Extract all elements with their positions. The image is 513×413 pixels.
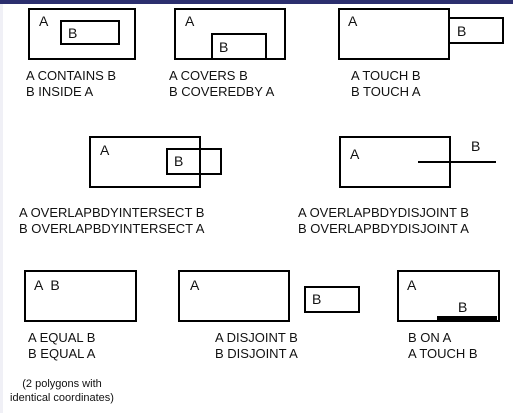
equal-note: (2 polygons with identical coordinates) xyxy=(2,377,122,405)
label-a: A xyxy=(190,277,200,293)
label-b: B xyxy=(68,25,78,41)
caption-line-1: A OVERLAPBDYDISJOINT B xyxy=(298,205,469,220)
caption: A CONTAINS B B INSIDE A xyxy=(26,68,116,100)
caption-line-2: A TOUCH B xyxy=(408,346,478,361)
label-a: A xyxy=(350,146,360,162)
left-edge-strip xyxy=(0,4,3,413)
caption-line-1: A OVERLAPBDYINTERSECT B xyxy=(19,205,205,220)
label-b: B xyxy=(457,23,467,39)
caption: A OVERLAPBDYDISJOINT B B OVERLAPBDYDISJO… xyxy=(298,205,469,237)
polygon-b xyxy=(304,286,360,313)
polygon-a xyxy=(178,270,290,322)
polygon-b xyxy=(448,17,504,44)
caption-line-2: B OVERLAPBDYINTERSECT A xyxy=(19,221,205,236)
caption-line-2: B TOUCH A xyxy=(351,84,421,99)
label-a: A xyxy=(100,142,110,158)
polygon-b xyxy=(166,148,222,175)
caption: A OVERLAPBDYINTERSECT B B OVERLAPBDYINTE… xyxy=(19,205,204,237)
top-banner-strip xyxy=(0,0,513,4)
caption-line-1: B ON A xyxy=(408,330,452,345)
caption-line-2: B DISJOINT A xyxy=(215,346,298,361)
caption-line-1: A CONTAINS B xyxy=(26,68,117,83)
caption-line-1: A TOUCH B xyxy=(351,68,421,83)
label-b: B xyxy=(471,138,481,154)
line-b xyxy=(437,316,497,320)
caption-line-1: A DISJOINT B xyxy=(215,330,298,345)
label-a: A xyxy=(39,13,49,29)
label-a-b: A B xyxy=(34,277,60,293)
line-b xyxy=(418,161,496,163)
label-b: B xyxy=(174,153,184,169)
caption-line-1: A EQUAL B xyxy=(28,330,96,345)
label-b: B xyxy=(458,299,468,315)
caption-line-2: B COVEREDBY A xyxy=(169,84,275,99)
note-line-1: (2 polygons with xyxy=(22,378,102,390)
caption: A DISJOINT B B DISJOINT A xyxy=(215,330,298,362)
caption: A EQUAL B B EQUAL A xyxy=(28,330,95,362)
polygon-b xyxy=(211,33,267,60)
label-a: A xyxy=(348,13,358,29)
polygon-a-and-b xyxy=(24,270,137,322)
polygon-a xyxy=(397,270,500,322)
label-a: A xyxy=(407,277,417,293)
caption-line-2: B EQUAL A xyxy=(28,346,96,361)
label-b: B xyxy=(219,39,229,55)
caption-line-2: B OVERLAPBDYDISJOINT A xyxy=(298,221,469,236)
note-line-2: identical coordinates) xyxy=(10,392,114,404)
caption: A TOUCH B B TOUCH A xyxy=(351,68,421,100)
caption: B ON A A TOUCH B xyxy=(408,330,478,362)
label-a: A xyxy=(185,13,195,29)
caption: A COVERS B B COVEREDBY A xyxy=(169,68,274,100)
polygon-a xyxy=(89,136,201,188)
caption-line-1: A COVERS B xyxy=(169,68,248,83)
label-b: B xyxy=(312,291,322,307)
caption-line-2: B INSIDE A xyxy=(26,84,94,99)
polygon-b xyxy=(60,20,120,45)
